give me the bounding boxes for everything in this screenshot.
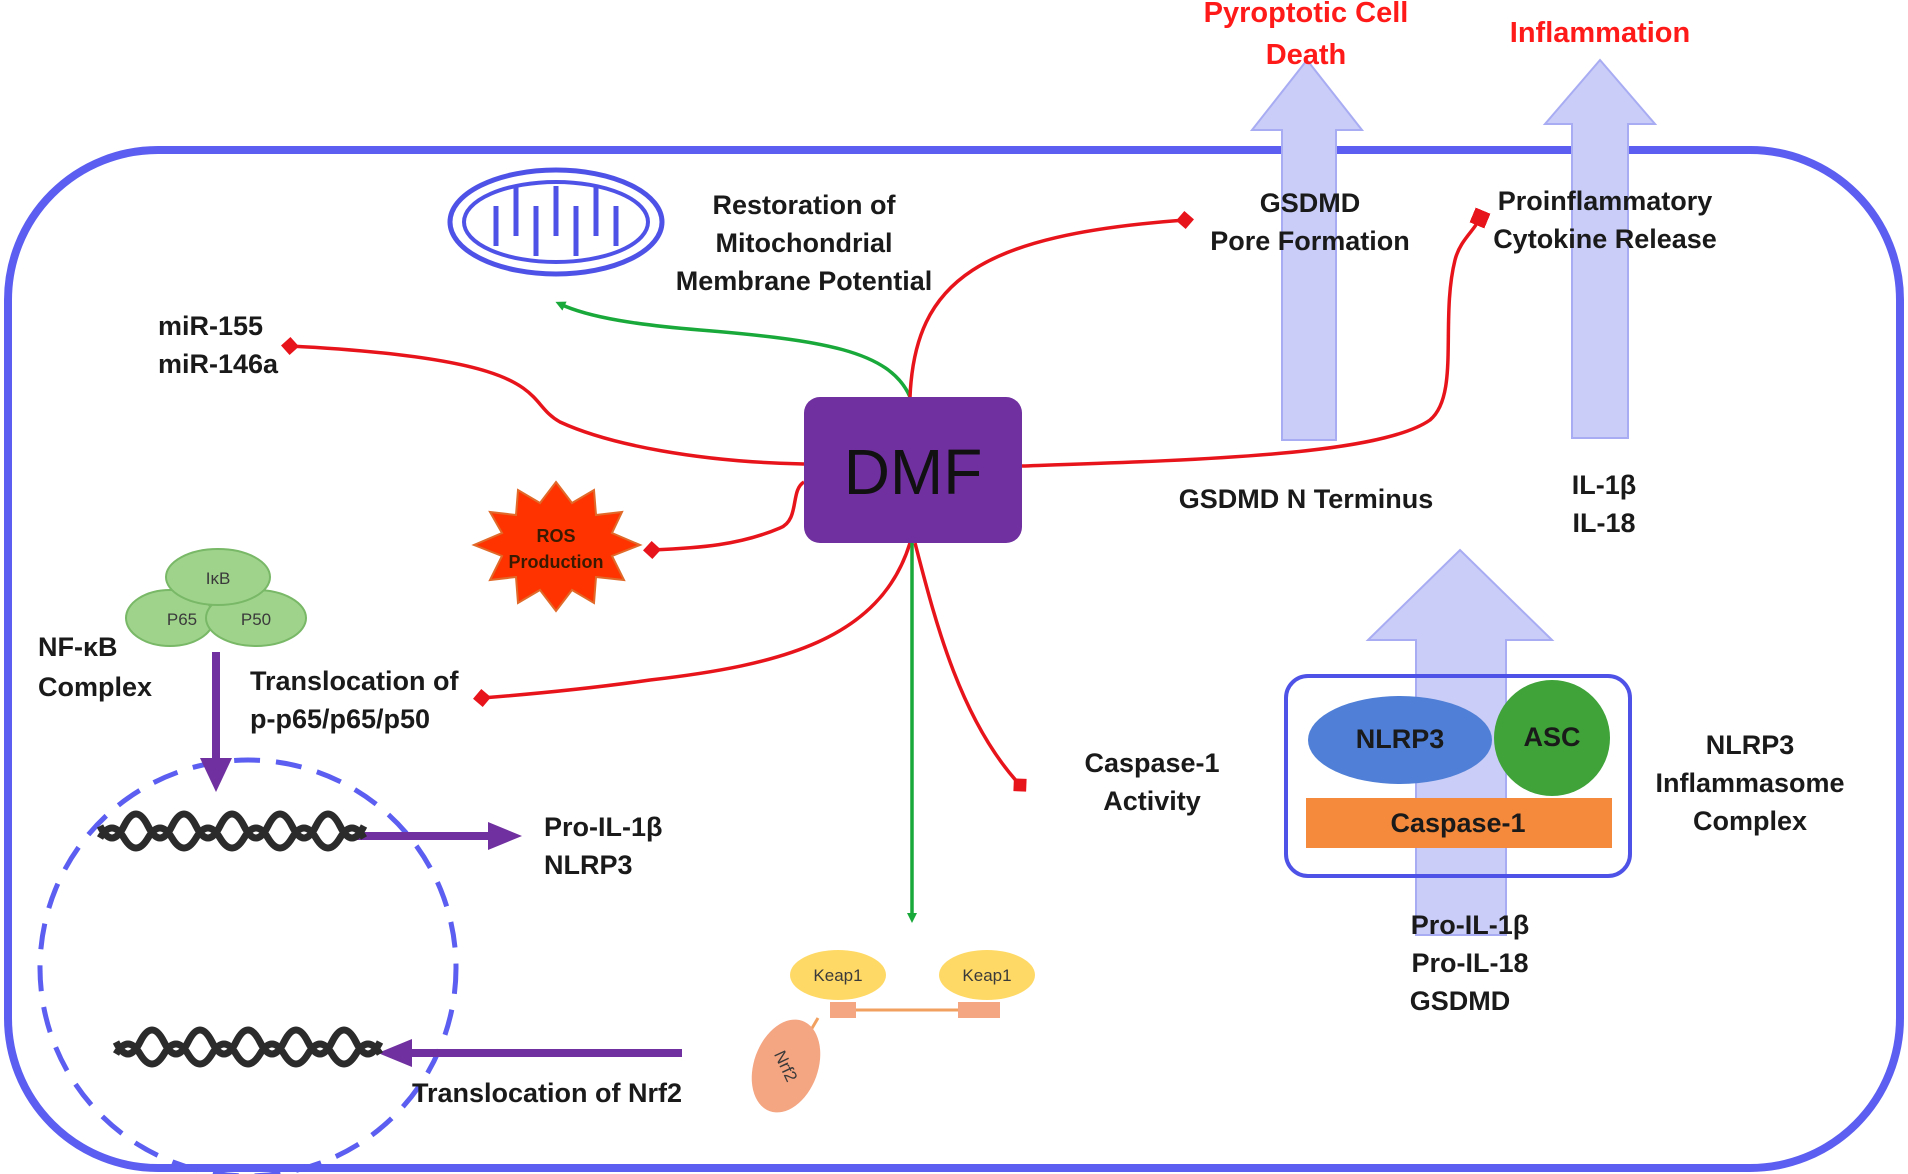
dna-helix-icon-2: [112, 1026, 384, 1068]
gsdmd-label: GSDMD: [1410, 986, 1511, 1016]
gsdmd-pore-label-1: GSDMD: [1260, 188, 1361, 218]
p50-label: P50: [241, 610, 271, 629]
dna-helix-icon-1: [96, 810, 368, 852]
dmf-box: [804, 397, 1022, 543]
caspase1-label: Caspase-1: [1390, 808, 1525, 838]
dmf-inhibits-cytokine-release: [1021, 207, 1491, 468]
keap1-label-b: Keap1: [962, 966, 1011, 985]
pro-il1b-nlrp3-label-2: NLRP3: [544, 850, 633, 880]
caspase-activity-label-2: Activity: [1103, 786, 1201, 816]
pro-il1b-label: Pro-IL-1β: [1411, 910, 1529, 940]
pyroptotic-cell-death-label-2: Death: [1266, 39, 1347, 71]
ros-label-line2: Production: [509, 552, 604, 572]
dmf-inhibits-gsdmd-pore: [908, 211, 1194, 398]
caspase-activity-label-1: Caspase-1: [1084, 748, 1219, 778]
pro-il18-label: Pro-IL-18: [1411, 948, 1528, 978]
il18-label: IL-18: [1572, 508, 1635, 538]
restoration-label-3: Membrane Potential: [676, 266, 933, 296]
mitochondrion-icon: [447, 167, 665, 277]
il1b-label: IL-1β: [1572, 470, 1636, 500]
inflammation-label: Inflammation: [1510, 17, 1690, 49]
keap1-nrf2-complex-icon: [751, 950, 1035, 1113]
nlrp3-complex-label-1: NLRP3: [1706, 730, 1795, 760]
dmf-inhibits-p65-translocation: [473, 542, 912, 707]
dmf-label: DMF: [844, 436, 983, 508]
nfkb-complex-label-1: NF-κB: [38, 632, 118, 662]
inflammation-up-arrow: [1542, 58, 1658, 439]
nfkb-to-nucleus-arrow: [200, 652, 232, 792]
pro-il1b-nlrp3-label-1: Pro-IL-1β: [544, 812, 662, 842]
keap1-label-a: Keap1: [813, 966, 862, 985]
gsdmd-n-terminus-label: GSDMD N Terminus: [1179, 484, 1434, 514]
dmf-inhibits-caspase-activity: [913, 542, 1027, 792]
restoration-label-2: Mitochondrial: [716, 228, 893, 258]
nlrp3-complex-label-3: Complex: [1693, 806, 1807, 836]
p65-label: P65: [167, 610, 197, 629]
dna-to-pro-il1b-arrow: [356, 822, 522, 850]
proinflammatory-label-1: Proinflammatory: [1498, 186, 1713, 216]
translocation-nrf2-label: Translocation of Nrf2: [412, 1078, 682, 1108]
nfkb-complex-label-2: Complex: [38, 672, 152, 702]
pyroptosis-up-arrow: [1249, 58, 1365, 441]
nrf2-translocation-arrow: [378, 1039, 682, 1067]
dmf-inhibits-ros: [643, 480, 806, 559]
dmf-inhibits-mir: [281, 337, 805, 466]
caspase1-bar: [1306, 798, 1612, 848]
inflammasome-box: [1284, 674, 1632, 878]
mir146a-label: miR-146a: [158, 349, 279, 379]
ros-burst-icon: [471, 480, 643, 613]
nfkb-complex-icon: IκB P65 P50: [125, 548, 307, 647]
nlrp3-label: NLRP3: [1356, 724, 1445, 754]
ikb-label: IκB: [206, 569, 231, 588]
restoration-label-1: Restoration of: [712, 190, 896, 220]
nucleus-circle: [37, 757, 459, 1174]
translocation-p65-label-1: Translocation of: [250, 666, 460, 696]
pyroptotic-cell-death-label: Pyroptotic Cell: [1204, 0, 1409, 29]
dmf-to-mitochondria-arrow: [555, 301, 912, 398]
ros-label-line1: ROS: [536, 526, 575, 546]
translocation-p65-label-2: p-p65/p65/p50: [250, 704, 430, 734]
nlrp3-ellipse: [1308, 696, 1492, 784]
nlrp3-complex-label-2: Inflammasome: [1655, 768, 1844, 798]
gsdmd-pore-label-2: Pore Formation: [1210, 226, 1410, 256]
asc-circle: [1494, 680, 1610, 796]
proinflammatory-label-2: Cytokine Release: [1493, 224, 1717, 254]
cell-membrane: [4, 146, 1904, 1172]
mir155-label: miR-155: [158, 311, 263, 341]
asc-label: ASC: [1523, 722, 1580, 752]
